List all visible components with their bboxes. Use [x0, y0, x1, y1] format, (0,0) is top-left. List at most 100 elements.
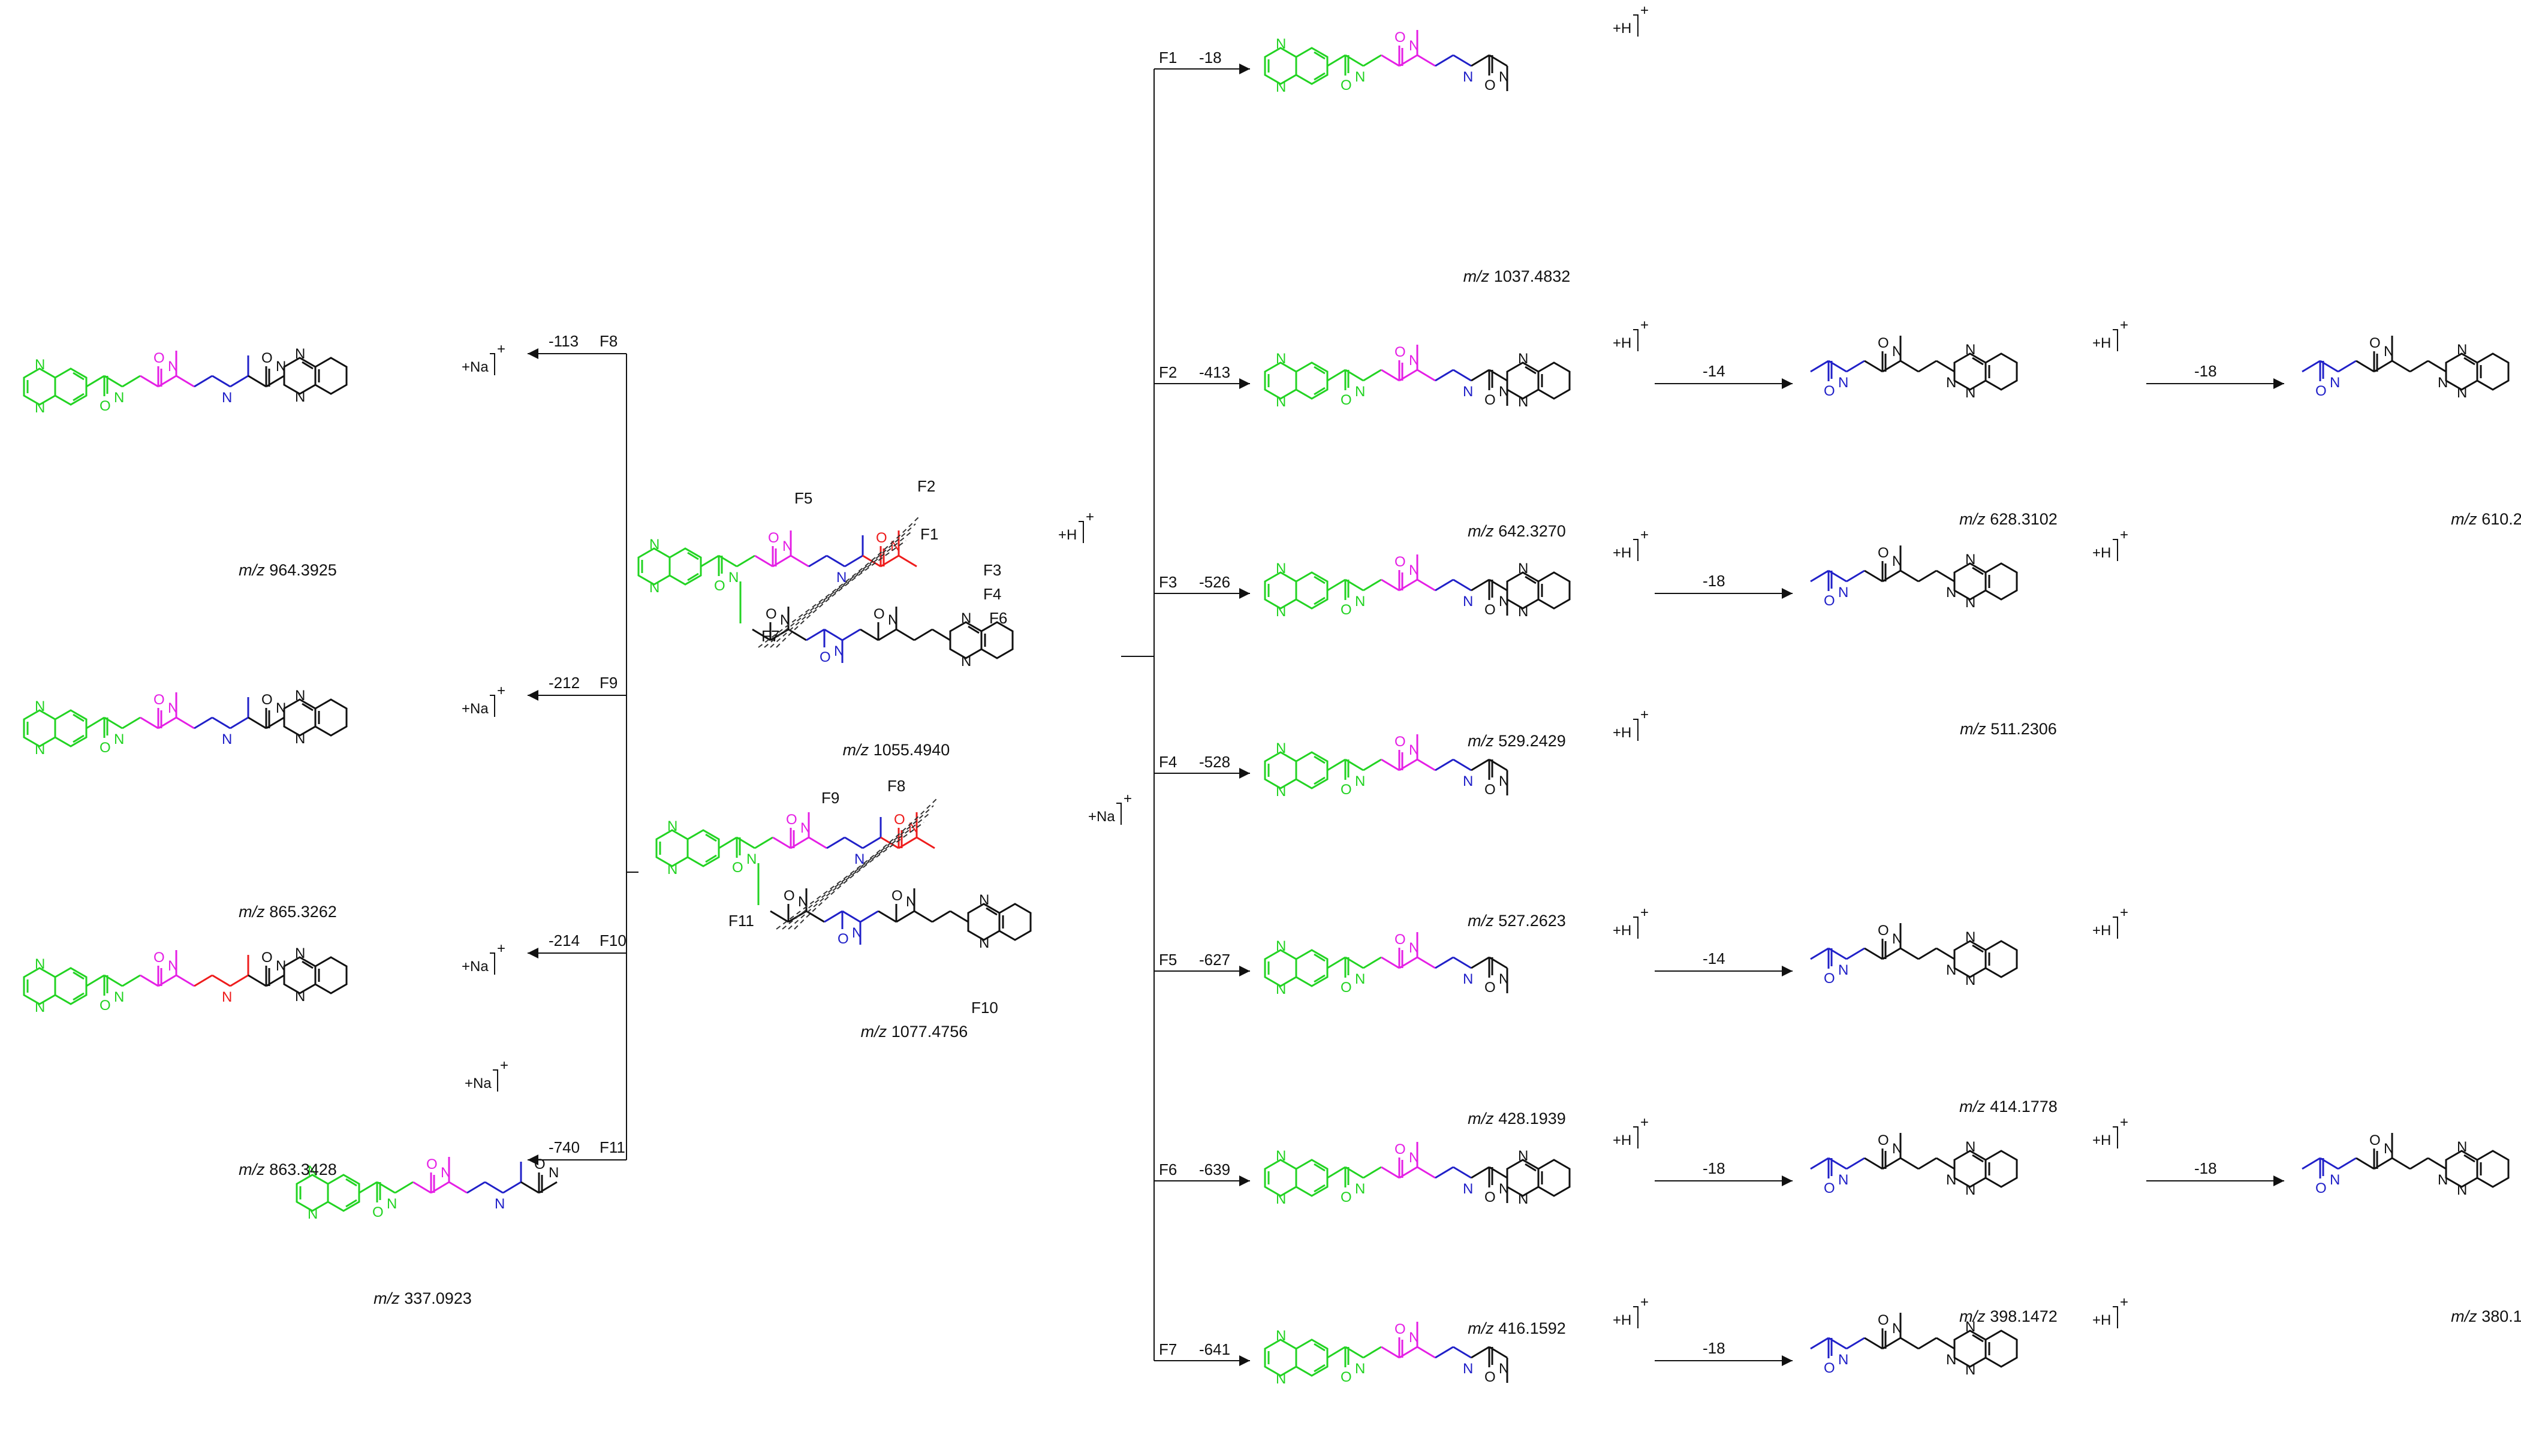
atom-o: O [100, 997, 111, 1014]
bond [898, 554, 917, 568]
atom-o: O [153, 692, 165, 708]
bond [808, 836, 827, 849]
bond [1435, 758, 1454, 771]
route-label: F10 [600, 932, 627, 949]
quinoxaline-ring [1264, 47, 1329, 85]
atom-o: O [1394, 932, 1406, 948]
bond [1327, 956, 1346, 969]
bond [484, 1181, 504, 1194]
charge-adduct: +H+ [2092, 1294, 2128, 1328]
bond [2409, 1157, 2429, 1170]
atom-n: N [1276, 36, 1286, 52]
atom-n: N [295, 988, 305, 1005]
bond [1363, 1166, 1382, 1179]
bond [176, 974, 195, 987]
loss-label: -641 [1199, 1340, 1230, 1358]
atom-o: O [1341, 1369, 1352, 1385]
bond [176, 375, 195, 388]
atom-n: N [979, 935, 989, 951]
bracket [1079, 521, 1084, 543]
bond [2356, 1157, 2375, 1170]
bond [790, 836, 809, 849]
step-loss-label: -18 [2194, 362, 2217, 380]
adduct-label: +H [2092, 1312, 2111, 1328]
route-label: F6 [1159, 1160, 1177, 1178]
bond [1471, 1166, 1490, 1179]
charge-sign: + [1640, 1294, 1649, 1310]
bracket [1633, 14, 1639, 37]
quinoxaline-ring [283, 357, 348, 395]
bond [1882, 569, 1901, 583]
cleavage-curve [776, 540, 906, 648]
bond [140, 974, 159, 987]
bond [2374, 360, 2393, 373]
bond [1327, 1166, 1346, 1179]
mz-prefix: m/z [1959, 1307, 1986, 1325]
mz-value: 1077.4756 [891, 1023, 968, 1041]
mz-value: 642.3270 [1498, 522, 1566, 540]
bracket [490, 952, 495, 975]
atom-o: O [1341, 392, 1352, 408]
atom-label: N [1355, 773, 1365, 789]
quinoxaline-ring [1264, 361, 1329, 400]
bond [448, 1181, 468, 1194]
atom-o: O [426, 1156, 438, 1172]
bond [1399, 956, 1418, 969]
atom-o: O [100, 740, 111, 756]
bond [1381, 369, 1400, 382]
parent-mz-label: m/z 1077.4756 [861, 1023, 968, 1041]
bond [2392, 1157, 2411, 1170]
atom-o: O [1394, 344, 1406, 360]
atom-label: N [1838, 962, 1848, 978]
atom-o: O [1484, 602, 1496, 618]
bond [1489, 758, 1508, 771]
bond [1882, 947, 1901, 960]
atom-n: N [961, 610, 971, 626]
bond [1453, 369, 1472, 382]
fragment-mz-label: m/z 628.3102 [1959, 510, 2058, 528]
charge-adduct: +H+ [1613, 527, 1649, 561]
bond [1810, 947, 1829, 960]
bond [752, 628, 771, 641]
atom-o: O [766, 606, 777, 622]
atom-n: N [1276, 560, 1286, 577]
atom-n: N [35, 698, 45, 715]
bond [158, 716, 177, 729]
fragment-mz-label: m/z 414.1778 [1959, 1098, 2058, 1116]
atom-n: N [1965, 1182, 1975, 1198]
mz-value: 865.3262 [269, 903, 337, 921]
bond [466, 1181, 486, 1194]
atom-o: O [1484, 1189, 1496, 1205]
bond [736, 836, 755, 849]
atom-n: N [1518, 394, 1528, 410]
atom-o: O [1824, 1180, 1835, 1196]
bond [1489, 1346, 1508, 1359]
bond [1381, 578, 1400, 592]
mz-value: 527.2623 [1498, 912, 1566, 930]
charge-adduct: +Na+ [462, 683, 505, 717]
bond [122, 974, 141, 987]
route-label: F9 [600, 674, 618, 692]
step-loss-label: -14 [1703, 949, 1725, 967]
bond [824, 628, 843, 641]
bond [1489, 369, 1508, 382]
step-loss-label: -18 [2194, 1159, 2217, 1177]
cleavage-tag-f1: F1 [920, 525, 938, 543]
mz-prefix: m/z [1959, 1098, 1986, 1116]
adduct-label: +H [1613, 545, 1631, 561]
loss-label: -526 [1199, 573, 1230, 591]
adduct-label: +H [1613, 1132, 1631, 1148]
atom-o: O [1341, 1189, 1352, 1205]
bond [1417, 956, 1436, 969]
bond [212, 716, 231, 729]
bond [1918, 947, 1937, 960]
loss-label: -413 [1199, 363, 1230, 381]
mz-prefix: m/z [1468, 522, 1494, 540]
charge-adduct: +Na+ [465, 1057, 508, 1092]
atom-label: N [1463, 1181, 1473, 1197]
bond [1900, 1157, 1919, 1170]
atom-o: O [1341, 782, 1352, 798]
atom-o: O [768, 530, 779, 546]
bond [1381, 1346, 1400, 1359]
